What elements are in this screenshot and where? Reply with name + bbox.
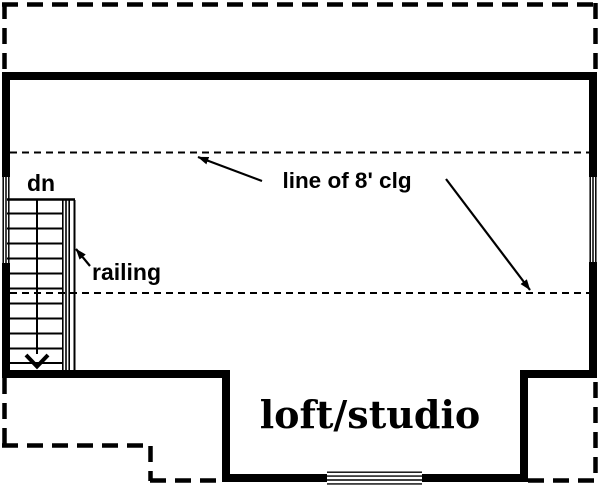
railing-lines [61,199,76,370]
wall-bottom-right-segment [421,474,528,482]
wall-left-upper [2,72,10,177]
railing-label: railing [92,259,161,285]
wall-right-lower [589,262,597,378]
window-bottom-wall [327,471,422,485]
wall-lower-bay-left [222,370,230,482]
room-name-label: loft/studio [260,392,481,437]
wall-left-lower [2,263,10,372]
wall-right-step [520,370,597,378]
ceiling-line-label: line of 8' clg [282,168,411,193]
leader-railing [75,248,91,267]
leader-arrows [75,155,531,291]
exterior-walls [2,72,597,482]
wall-stair-bay-bottom [2,370,230,378]
stair-treads [7,212,62,364]
leader-ceiling-upper [197,155,263,183]
wall-right-upper [589,72,597,177]
stair-down-arrow [24,353,50,370]
window-left-wall [2,177,11,263]
window-right-wall [589,177,598,262]
wall-bottom-left-segment [222,474,328,482]
wall-top [2,72,597,80]
wall-lower-bay-right [520,370,528,482]
windows [2,177,598,485]
ceiling-break-lines [10,151,589,294]
stair-direction-label: dn [27,170,55,196]
staircase [7,198,75,370]
leader-ceiling-lower [445,178,531,291]
roof-outline [2,2,598,483]
